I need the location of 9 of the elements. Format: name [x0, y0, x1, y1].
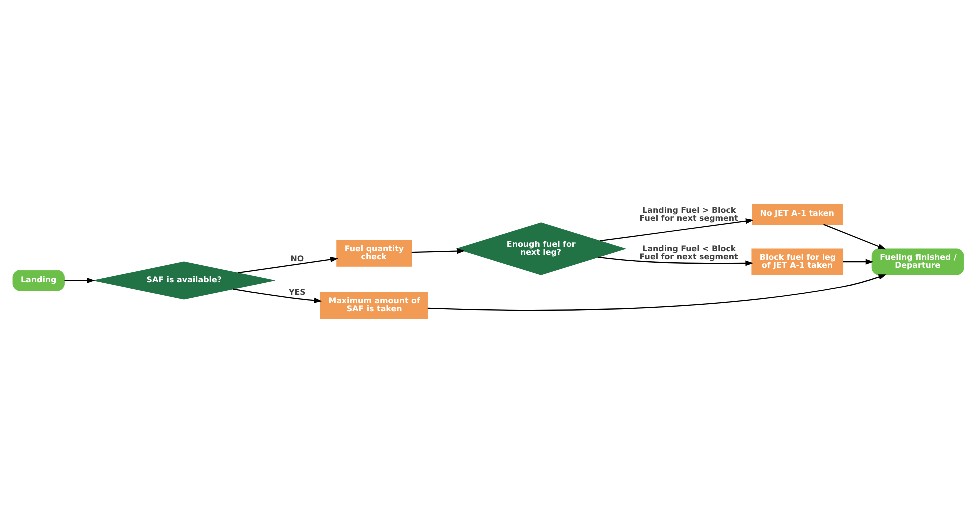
arrow	[600, 218, 754, 242]
arrow	[412, 248, 466, 254]
arrow	[843, 258, 874, 264]
arrow	[428, 274, 887, 311]
arrow	[824, 224, 886, 250]
arrow	[64, 277, 96, 284]
arrow	[598, 256, 754, 266]
arrow	[238, 256, 339, 274]
arrow	[233, 288, 322, 303]
